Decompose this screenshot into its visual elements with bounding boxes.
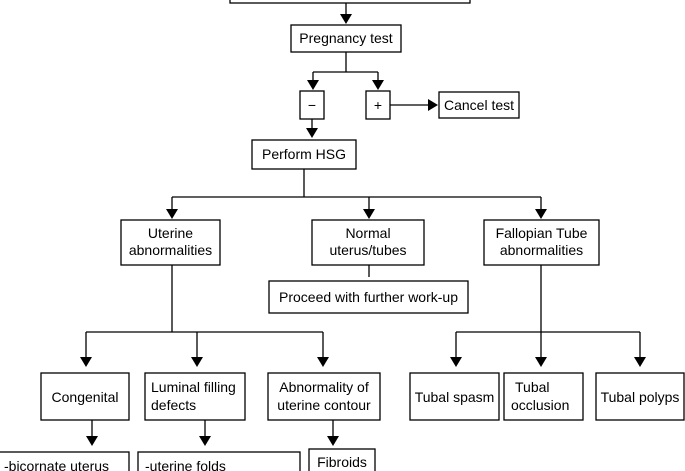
arrowhead <box>86 436 98 446</box>
node-tubal-polyps: Tubal polyps <box>595 372 685 421</box>
node-further-workup: Proceed with further work-up <box>268 280 469 314</box>
node-cancel-test: Cancel test <box>438 91 520 119</box>
node-perform-hsg: Perform HSG <box>251 139 357 170</box>
node-text: Perform HSG <box>262 146 346 162</box>
edge-hsg-split <box>171 169 542 217</box>
node-pregnancy-test: Pregnancy test <box>290 24 402 53</box>
edge-tube-split <box>455 265 641 365</box>
arrowhead <box>317 357 329 367</box>
edge-pregnancy-split <box>312 52 379 88</box>
node-positive: + <box>365 90 391 120</box>
node-congenital: Congenital <box>40 372 130 421</box>
arrowhead <box>340 14 352 24</box>
arrowhead <box>634 357 646 367</box>
node-text: -uterine folds <box>145 458 226 471</box>
node-bicornate-uterus: -bicornate uterus <box>0 451 130 471</box>
arrowhead <box>306 128 318 138</box>
arrowhead <box>327 436 339 446</box>
arrowhead <box>199 436 211 446</box>
arrowhead <box>307 80 319 90</box>
arrowhead <box>535 209 547 219</box>
node-text: Pregnancy test <box>299 30 392 46</box>
node-text: Tubal polyps <box>601 389 680 405</box>
node-tubal-spasm: Tubal spasm <box>409 372 500 421</box>
node-text: + <box>374 97 382 113</box>
arrowhead <box>80 357 92 367</box>
node-text: − <box>308 97 316 113</box>
node-uterine-folds: -uterine folds <box>137 451 301 471</box>
arrowheads <box>80 14 646 446</box>
node-text: Tubal spasm <box>415 389 495 405</box>
node-fibroids: Fibroids <box>308 448 376 471</box>
arrowhead <box>428 99 438 111</box>
node-text: Proceed with further work-up <box>279 289 458 305</box>
node-top-cut <box>229 0 471 4</box>
node-text: Cancel test <box>444 97 514 113</box>
arrowhead <box>166 209 178 219</box>
edge-uterine-split <box>85 265 324 365</box>
arrowhead <box>450 357 462 367</box>
node-text: Congenital <box>52 389 119 405</box>
arrowhead <box>535 357 547 367</box>
node-negative: − <box>299 90 325 120</box>
arrowhead <box>372 80 384 90</box>
node-text: Fibroids <box>317 454 367 470</box>
arrowhead <box>191 357 203 367</box>
arrowhead <box>363 209 375 219</box>
node-text: -bicornate uterus <box>4 458 109 471</box>
